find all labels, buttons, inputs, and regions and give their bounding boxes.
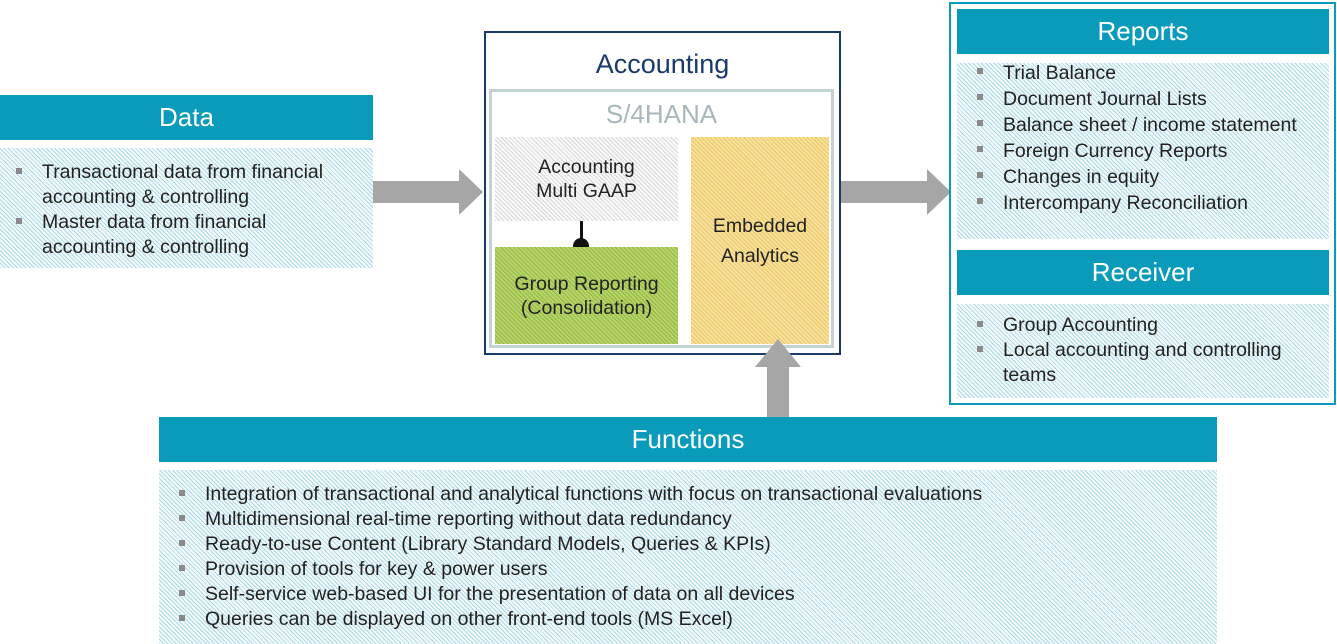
data-header: Data xyxy=(0,95,373,140)
list-item: Document Journal Lists xyxy=(973,86,1323,112)
s4hana-frame xyxy=(489,89,834,348)
receiver-header: Receiver xyxy=(957,250,1329,295)
list-item: Transactional data from financial accoun… xyxy=(12,160,363,210)
reports-title: Reports xyxy=(1097,16,1189,46)
functions-title: Functions xyxy=(631,424,745,454)
embedded-analytics-label: Embedded Analytics xyxy=(712,214,808,267)
group-reporting-label: Group Reporting (Consolidation) xyxy=(514,272,659,319)
list-item: Integration of transactional and analyti… xyxy=(175,482,1207,507)
multi-gaap-label: Accounting Multi GAAP xyxy=(536,156,637,202)
arrow-accounting-to-reports-shaft xyxy=(841,181,929,203)
list-item: Local accounting and controlling teams xyxy=(973,338,1323,388)
list-item: Balance sheet / income statement xyxy=(973,112,1323,138)
s4hana-label: S/4HANA xyxy=(489,96,834,132)
arrow-data-to-accounting-shaft xyxy=(373,181,461,203)
data-body: Transactional data from financial accoun… xyxy=(0,148,373,268)
list-item: Provision of tools for key & power users xyxy=(175,557,1207,582)
list-item: Master data from financial accounting & … xyxy=(12,210,363,260)
data-list: Transactional data from financial accoun… xyxy=(12,160,363,260)
arrow-functions-to-accounting-head xyxy=(755,339,801,367)
receiver-title: Receiver xyxy=(1091,257,1195,287)
receiver-list: Group Accounting Local accounting and co… xyxy=(973,313,1323,388)
accounting-title-text: Accounting xyxy=(595,48,730,79)
reports-header: Reports xyxy=(957,9,1329,54)
receiver-body: Group Accounting Local accounting and co… xyxy=(957,304,1329,398)
accounting-title: Accounting xyxy=(486,44,839,84)
data-title: Data xyxy=(159,102,214,132)
group-reporting-box: Group Reporting (Consolidation) xyxy=(495,247,678,344)
reports-list: Trial Balance Document Journal Lists Bal… xyxy=(973,60,1323,216)
list-item: Ready-to-use Content (Library Standard M… xyxy=(175,532,1207,557)
reports-body: Trial Balance Document Journal Lists Bal… xyxy=(957,60,1329,239)
functions-body: Integration of transactional and analyti… xyxy=(159,470,1217,644)
s4hana-label-text: S/4HANA xyxy=(605,98,718,129)
list-item: Self-service web-based UI for the presen… xyxy=(175,582,1207,607)
connector-line xyxy=(580,221,583,243)
multi-gaap-box: Accounting Multi GAAP xyxy=(495,137,678,221)
list-item: Queries can be displayed on other front-… xyxy=(175,607,1207,632)
list-item: Multidimensional real-time reporting wit… xyxy=(175,507,1207,532)
functions-list: Integration of transactional and analyti… xyxy=(175,482,1207,632)
arrow-data-to-accounting-head xyxy=(459,169,483,215)
list-item: Intercompany Reconciliation xyxy=(973,190,1323,216)
arrow-functions-to-accounting-shaft xyxy=(767,366,789,417)
list-item: Changes in equity xyxy=(973,164,1323,190)
functions-header: Functions xyxy=(159,417,1217,462)
list-item: Group Accounting xyxy=(973,313,1323,338)
list-item: Foreign Currency Reports xyxy=(973,138,1323,164)
embedded-analytics-box: Embedded Analytics xyxy=(691,137,829,344)
list-item: Trial Balance xyxy=(973,60,1323,86)
arrow-accounting-to-reports-head xyxy=(927,169,951,215)
